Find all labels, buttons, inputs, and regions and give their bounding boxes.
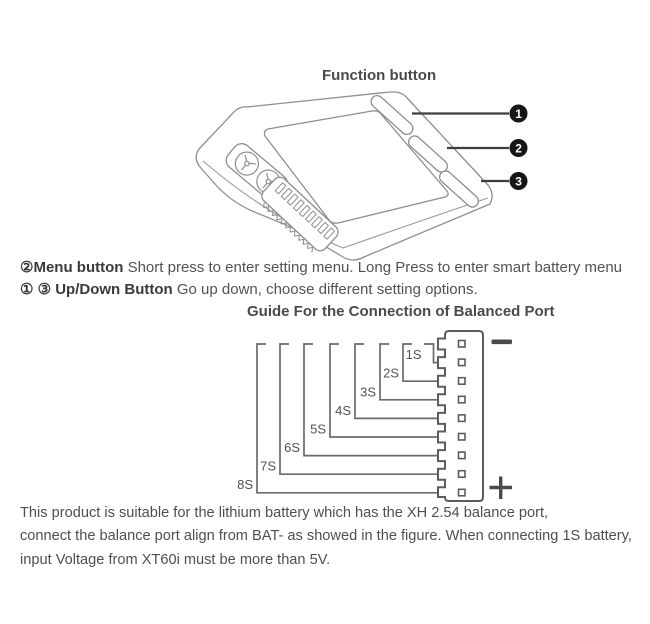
connector-pin <box>457 451 466 460</box>
wire-4s <box>354 343 439 420</box>
minus-symbol-icon <box>491 339 512 345</box>
connector-pin <box>457 469 466 479</box>
menu-button-note: ②Menu button Short press to enter settin… <box>20 258 622 276</box>
plus-symbol-icon <box>489 476 512 499</box>
device-edge-crease <box>202 160 489 249</box>
balance-diagram-title: Guide For the Connection of Balanced Por… <box>247 303 555 320</box>
device-button-2 <box>407 135 449 173</box>
callout-3-number: 3 <box>515 175 522 189</box>
xt60-port-icon <box>234 151 259 176</box>
updown-button-note: ① ③ Up/Down Button Go up down, choose di… <box>20 280 478 298</box>
device-callouts: 1 2 3 <box>412 104 528 190</box>
balance-port-diagram: 1S 2S 3S 4S 5S 6S 7S 8S <box>237 330 512 502</box>
wire-5s <box>329 343 439 438</box>
wire-label-1s: 1S <box>406 347 422 362</box>
connector-pin <box>457 488 466 497</box>
wire-label-3s: 3S <box>360 385 376 400</box>
wire-6s <box>303 343 439 457</box>
connector-pin <box>457 339 466 348</box>
connector-pin <box>457 358 466 367</box>
balance-pin-strip <box>261 176 339 253</box>
footer-line-3: input Voltage from XT60i must be more th… <box>20 551 331 568</box>
connector-pin <box>457 376 466 386</box>
wire-label-2s: 2S <box>383 366 399 381</box>
wire-3s <box>379 343 439 401</box>
callout-2-number: 2 <box>515 142 522 156</box>
wire-label-7s: 7S <box>260 459 276 474</box>
function-button-title: Function button <box>322 67 437 84</box>
wire-label-4s: 4S <box>335 403 351 418</box>
wire-7s <box>279 343 439 476</box>
device-button-1 <box>370 94 414 136</box>
device-illustration <box>195 91 493 261</box>
device-button-3 <box>438 170 480 208</box>
menu-button-note-body: Short press to enter setting menu. Long … <box>123 259 623 276</box>
connector-pin <box>457 414 466 423</box>
callout-1-number: 1 <box>515 107 522 121</box>
footer-paragraph: This product is suitable for the lithium… <box>20 502 632 572</box>
strip-serration <box>263 202 313 253</box>
callout-2-badge <box>509 139 528 157</box>
updown-button-note-lead: ① ③ Up/Down Button <box>20 281 173 298</box>
updown-button-note-body: Go up down, choose different setting opt… <box>172 281 478 298</box>
wire-label-5s: 5S <box>310 422 326 437</box>
wire-8s <box>256 343 439 494</box>
callout-1-badge <box>509 104 528 123</box>
wire-2s <box>402 343 439 383</box>
menu-button-note-lead: ②Menu button <box>20 259 124 276</box>
connector-pin <box>457 395 466 404</box>
footer-line-1: This product is suitable for the lithium… <box>20 505 549 521</box>
wire-label-6s: 6S <box>284 440 300 455</box>
wire-label-8s: 8S <box>237 477 253 492</box>
footer-line-2: connect the balance port align from BAT-… <box>20 528 632 545</box>
connector-pin <box>457 432 466 441</box>
callout-3-badge <box>509 172 528 190</box>
wire-1s <box>424 343 439 364</box>
